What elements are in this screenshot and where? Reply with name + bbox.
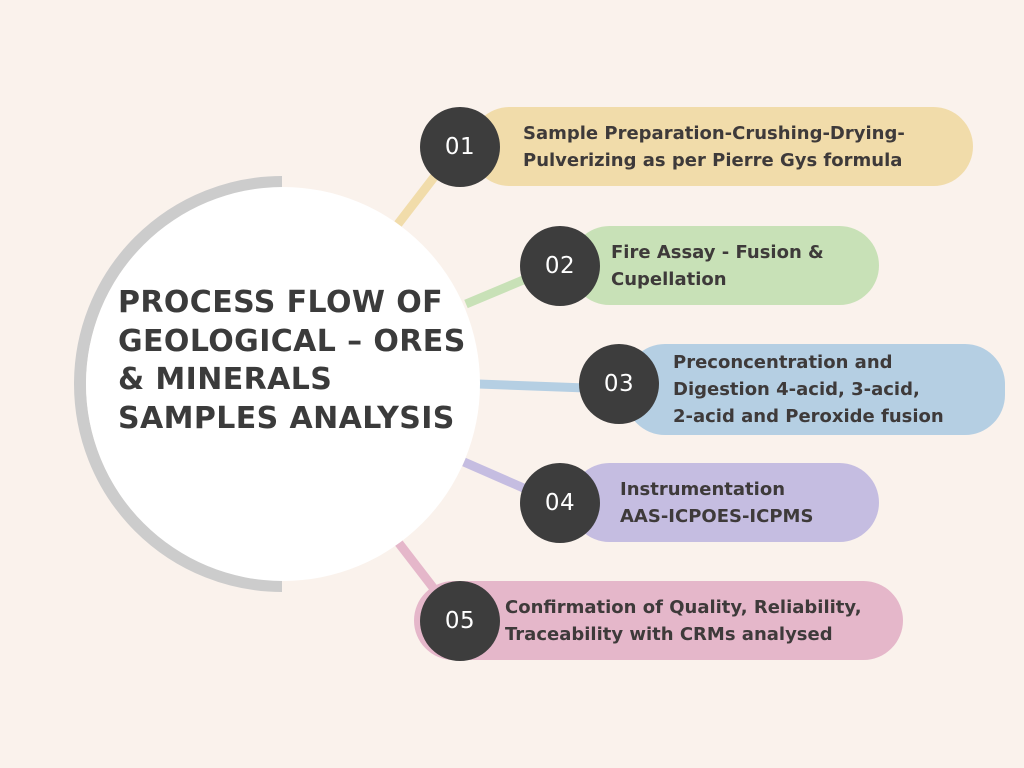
connector-line-3	[477, 379, 587, 393]
connector-line-1	[394, 169, 442, 227]
connector-line-4	[462, 457, 530, 495]
connector-line-5	[394, 539, 442, 597]
step-1-text: Sample Preparation-Crushing-Drying- Pulv…	[523, 122, 905, 171]
step-2-text: Fire Assay - Fusion & Cupellation	[611, 241, 824, 290]
step-3-text: Preconcentration and Digestion 4-acid, 3…	[673, 352, 944, 427]
step-5-text: Confirmation of Quality, Reliability, Tr…	[505, 596, 862, 645]
step-2-number-badge: 02	[520, 226, 600, 306]
diagram-title: PROCESS FLOW OF GEOLOGICAL – ORES & MINE…	[118, 285, 466, 436]
step-3-number-badge: 03	[579, 344, 659, 424]
connector-line-2	[464, 273, 530, 309]
step-2-card: Fire Assay - Fusion & Cupellation	[570, 226, 879, 305]
step-5-number-badge: 05	[420, 581, 500, 661]
center-circle	[86, 187, 480, 581]
step-4-card: Instrumentation AAS-ICPOES-ICPMS	[570, 463, 879, 542]
step-1-number-badge: 01	[420, 107, 500, 187]
step-4-number-badge: 04	[520, 463, 600, 543]
step-4-text: Instrumentation AAS-ICPOES-ICPMS	[620, 478, 814, 527]
step-1-card: Sample Preparation-Crushing-Drying- Pulv…	[470, 107, 973, 186]
step-5-card: Confirmation of Quality, Reliability, Tr…	[414, 581, 903, 660]
step-3-card: Preconcentration and Digestion 4-acid, 3…	[625, 344, 1005, 435]
outer-arc	[74, 176, 283, 592]
